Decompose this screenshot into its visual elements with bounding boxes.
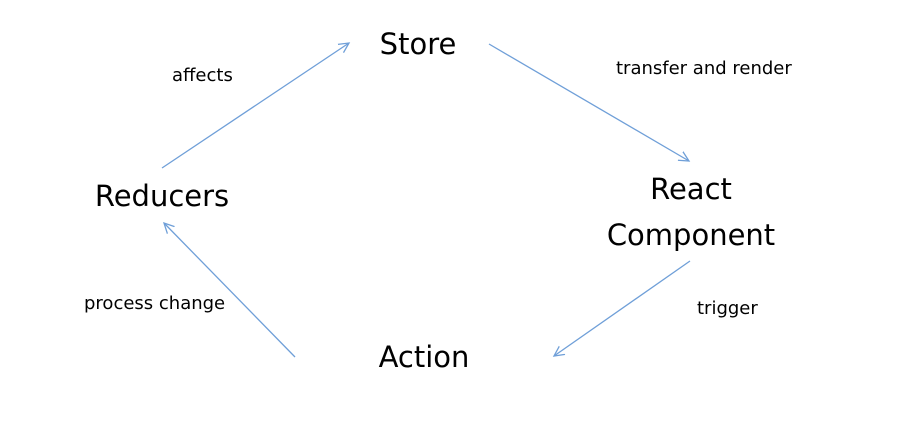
node-reducers-label: Reducers [94,179,230,213]
arrow-action-to-reducers [164,223,296,358]
node-react-component-line2: Component [606,218,776,252]
node-store: Store [373,27,463,61]
node-action-label: Action [378,340,470,374]
node-action: Action [372,340,476,374]
label-process-change: process change [84,293,225,315]
node-store-label: Store [379,27,457,61]
arrow-store-to-component [488,43,689,161]
label-transfer-and-render-text: transfer and render [616,58,792,79]
node-react-component-line1: React [650,172,732,206]
label-trigger-text: trigger [697,298,758,319]
label-affects-text: affects [172,65,233,86]
node-react-component: React Component [598,172,784,252]
label-process-change-text: process change [84,293,226,314]
label-affects: affects [172,65,233,87]
label-transfer-and-render: transfer and render [616,58,792,80]
label-trigger: trigger [697,298,758,320]
arrow-reducers-to-store [161,43,349,169]
arrow-component-to-action [554,260,691,356]
node-reducers: Reducers [90,179,234,213]
